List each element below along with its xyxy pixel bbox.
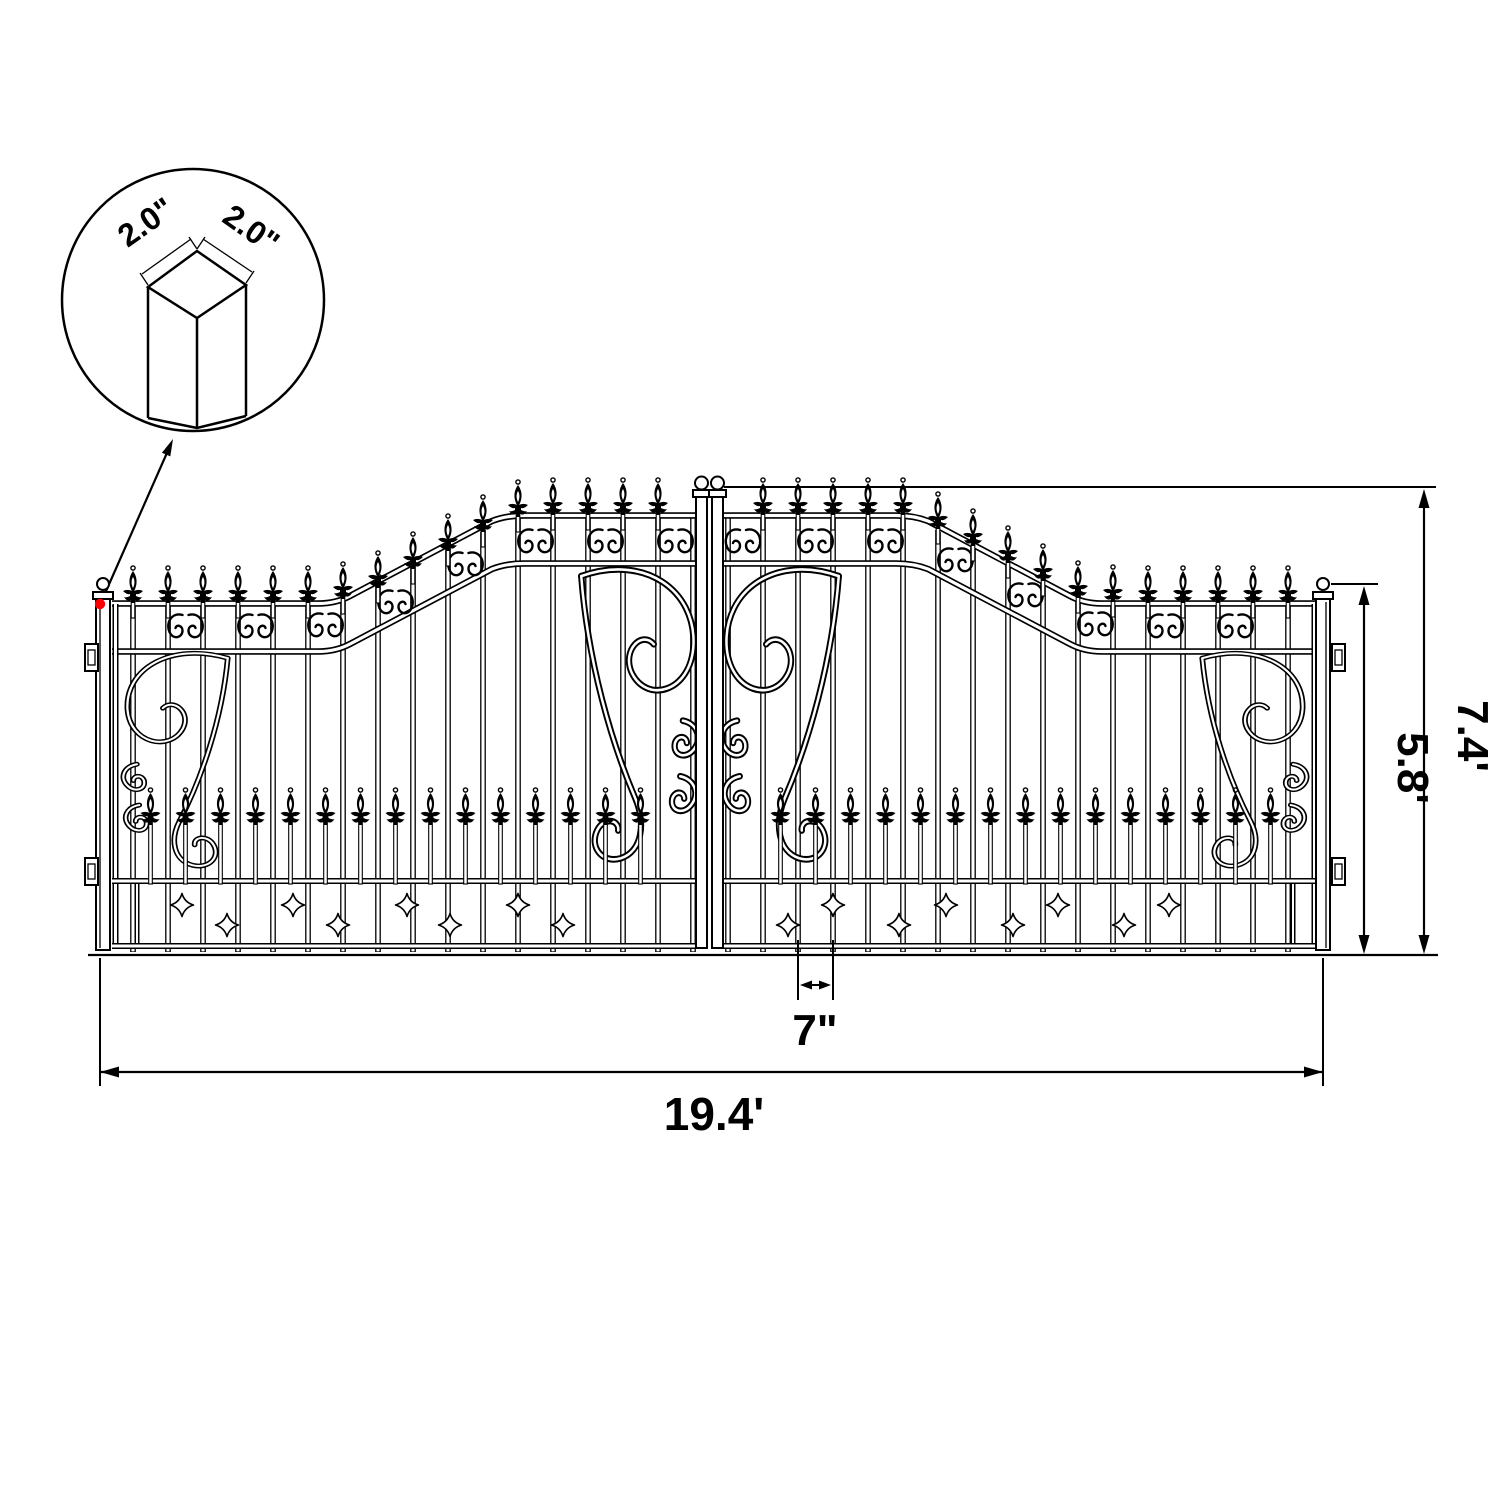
post-cross-section xyxy=(145,249,249,430)
right-leaf-center-stile xyxy=(711,496,724,949)
center-stiles xyxy=(692,475,727,949)
detail-callout: 2.0" 2.0" xyxy=(60,167,326,599)
callout-leader-arrow xyxy=(101,439,173,599)
post-width-label: 2.0" xyxy=(111,190,181,254)
hinge-top-right xyxy=(1331,643,1346,672)
hinge-point-marker xyxy=(94,598,106,610)
gate-drawing xyxy=(84,475,1438,957)
leaf-height-label: 5.8' xyxy=(1388,732,1437,804)
post-depth-label: 2.0" xyxy=(217,197,287,261)
dimension-annotations: 7.4' 5.8' 7" 19.4' xyxy=(99,486,1497,1140)
hinge-bottom-right xyxy=(1331,857,1346,886)
left-stile-ball-finial xyxy=(694,475,709,491)
dimension-picket-spacing: 7" xyxy=(792,940,838,1055)
dimension-overall-height: 7.4' xyxy=(724,486,1497,954)
leaf-edge-frames xyxy=(112,604,1318,948)
hinge-top-left xyxy=(84,643,99,672)
callout-dimension-ticks xyxy=(139,236,255,286)
top-finials xyxy=(123,478,1298,618)
callout-circle xyxy=(60,167,326,433)
right-stile-ball-finial xyxy=(710,475,725,491)
overall-width-label: 19.4' xyxy=(664,1088,764,1140)
hinge-bottom-left xyxy=(84,857,99,886)
left-leaf-center-stile xyxy=(695,496,708,949)
overall-height-label: 7.4' xyxy=(1448,700,1497,772)
picket-spacing-label: 7" xyxy=(792,1006,837,1055)
right-post-ball-finial xyxy=(1316,577,1330,591)
left-post-ball-finial xyxy=(96,577,110,591)
dimension-overall-width: 19.4' xyxy=(99,958,1324,1140)
dimension-leaf-height: 5.8' xyxy=(1331,583,1437,954)
right-post xyxy=(1312,577,1346,951)
left-post xyxy=(84,577,114,951)
